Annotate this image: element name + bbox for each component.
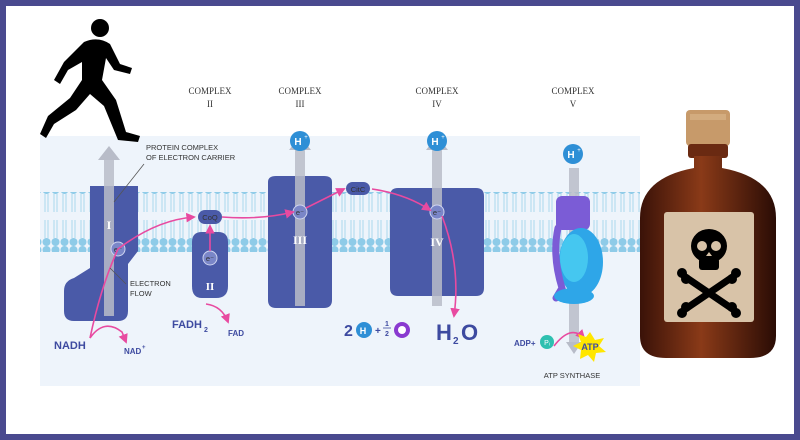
complex-iv-label: IV [430, 235, 444, 249]
callout-protein-1: PROTEIN COMPLEX [146, 143, 218, 152]
complex-iii-label: III [293, 233, 307, 247]
proton-v: H + [563, 144, 583, 164]
svg-text:IV: IV [432, 99, 442, 109]
h2o-o: O [461, 320, 478, 345]
svg-text:COMPLEX: COMPLEX [415, 86, 459, 96]
svg-text:+: + [441, 135, 445, 141]
complex-label-ii: COMPLEX II [188, 86, 232, 109]
svg-text:2: 2 [344, 323, 353, 340]
svg-text:II: II [207, 99, 213, 109]
atp-label: ATP [581, 342, 598, 352]
svg-text:+: + [577, 148, 581, 154]
svg-text:COMPLEX: COMPLEX [188, 86, 232, 96]
electron-iv: e⁻ [433, 208, 441, 217]
callout-line-protein [113, 163, 145, 203]
proton-iii: H + [290, 131, 310, 151]
nad-label: NAD [124, 347, 142, 356]
pi-label: Pᵢ [544, 340, 550, 347]
adp-label: ADP+ [514, 339, 536, 348]
nad-sup: + [142, 345, 146, 351]
svg-text:COMPLEX: COMPLEX [278, 86, 322, 96]
callout-protein-2: OF ELECTRON CARRIER [146, 153, 236, 162]
svg-text:H: H [360, 326, 367, 336]
fadh2-sub: 2 [204, 327, 208, 334]
electron-ii: e⁻ [206, 254, 214, 263]
complex-label-iii: COMPLEX III [278, 86, 322, 109]
electron-transport-diagram: I e⁻ II e⁻ CoQ III e⁻ CitC IV e⁻ [40, 19, 776, 386]
svg-text:H: H [431, 137, 438, 148]
svg-text:III: III [296, 99, 305, 109]
svg-text:+: + [304, 135, 308, 141]
svg-text:1: 1 [385, 321, 389, 328]
svg-text:+: + [375, 326, 381, 337]
proton-iv: H + [427, 131, 447, 151]
skull-crossbones-icon [677, 229, 741, 318]
coq-label: CoQ [202, 213, 218, 222]
complex-label-iv: COMPLEX IV [415, 86, 459, 109]
electron-iii: e⁻ [296, 208, 304, 217]
svg-text:H: H [567, 150, 574, 161]
matrix-band [40, 136, 640, 386]
callout-line-flow [109, 267, 127, 285]
svg-text:V: V [570, 99, 577, 109]
complex-label-v: COMPLEX V [551, 86, 595, 109]
cytc-label: CitC [351, 185, 366, 194]
runner-icon [40, 19, 140, 142]
complex-i-label: I [107, 218, 112, 232]
fad-label: FAD [228, 329, 244, 338]
callout-flow-1: ELECTRON [130, 279, 171, 288]
complex-ii-label: II [206, 281, 215, 293]
poison-bottle-icon [640, 110, 776, 358]
atp-equation: ADP+ Pᵢ ATP [514, 332, 606, 362]
complex-ii: II e⁻ CoQ [192, 210, 228, 298]
svg-text:2: 2 [385, 331, 389, 338]
svg-text:COMPLEX: COMPLEX [551, 86, 595, 96]
h2o-h: H [436, 320, 452, 345]
h2o-sub: 2 [453, 336, 459, 347]
svg-text:H: H [294, 137, 301, 148]
atp-synthase-label: ATP SYNTHASE [544, 371, 600, 380]
diagram-frame: I e⁻ II e⁻ CoQ III e⁻ CitC IV e⁻ [6, 6, 794, 434]
water-equation: 2 H + 1 2 H 2 O [344, 320, 478, 347]
callout-flow-2: FLOW [130, 289, 153, 298]
nadh-label: NADH [54, 340, 86, 352]
fadh2-label: FADH [172, 319, 202, 331]
membrane [40, 192, 640, 252]
